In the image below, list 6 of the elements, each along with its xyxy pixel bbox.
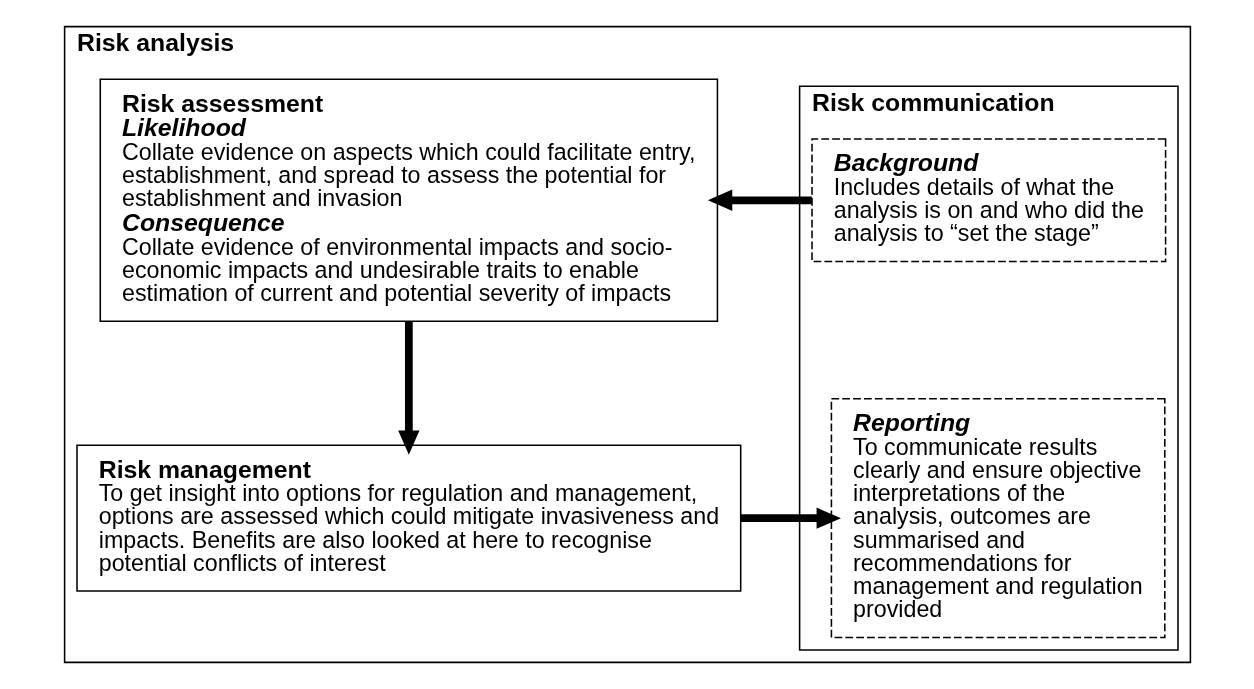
node-box: Reporting To communicate results clearly and ensure objective interpretations of the analysis, outcomes are summarised and recommendations for management and regulation provided <box>830 398 1166 639</box>
arrow <box>740 507 841 529</box>
node-box: Risk assessment Likelihood Collate evidence on aspects which could facilitate entry, establishment, and spread to assess the potential for establishment and invasion Consequence Collate evidence of environmental impacts and socio-economic impacts and undesirable traits to enable estimation of current and potential severity of impacts <box>99 78 718 322</box>
node-box: Risk management To get insight into options for regulation and management, options are assessed which could mitigate invasiveness and impacts. Benefits are also looked at here to recognise potential conflicts of interest <box>75 444 741 592</box>
node-box: Background Includes details of what the analysis is on and who did the analysis to “set the stage” <box>810 138 1166 263</box>
arrow <box>397 321 420 455</box>
